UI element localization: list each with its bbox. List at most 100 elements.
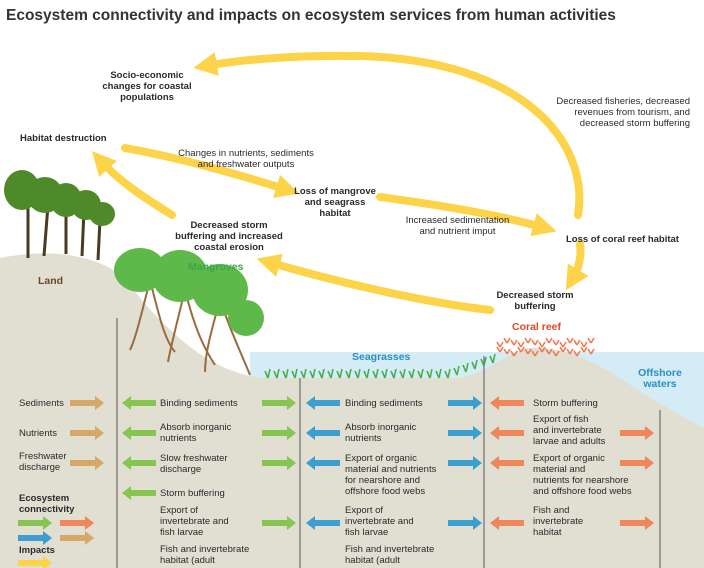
coral-mark: [545, 337, 553, 344]
coral-mark: [531, 339, 539, 346]
coral-mark: [552, 350, 560, 357]
legend-arrow-impact: [18, 556, 52, 568]
coral-habitat: Fish and invertebrate habitat: [533, 505, 584, 538]
seagrass-export-organic: Export of organic material and nutrients…: [345, 453, 437, 497]
seagrass-blade: [300, 368, 307, 379]
seagrass-blade: [399, 368, 406, 379]
seagrass-blade: [381, 368, 388, 379]
decreased-storm-label: Decreased storm buffering: [496, 290, 574, 312]
coral-mark: [510, 350, 518, 357]
coral-mark: [510, 339, 518, 346]
coral-mark: [573, 350, 581, 357]
arrow-land-nutrients: [70, 426, 104, 440]
coral-mark: [587, 337, 595, 344]
impact-arrow-coral-to-buffer: [565, 240, 589, 291]
loss-mangrove-label: Loss of mangrove and seagrass habitat: [294, 186, 376, 219]
coral-mark: [503, 337, 511, 344]
ground-profile: [0, 253, 704, 568]
loss-coral-label: Loss of coral reef habitat: [566, 234, 679, 245]
coral-mark: [559, 346, 567, 353]
seagrass-blade: [318, 368, 325, 379]
mangrove-export: Export of invertebrate and fish larvae: [160, 505, 229, 538]
seagrass-blade: [363, 368, 370, 379]
mangrove-slow: Slow freshwater discharge: [160, 453, 228, 475]
seagrass-blades: [264, 353, 496, 379]
seagrass-blade: [354, 368, 361, 379]
arrow-mangrove-slow-right: [262, 456, 296, 470]
arrow-seagrass-larvae-left: [306, 516, 340, 530]
coral-mark: [552, 339, 560, 346]
seagrass-habitat: Fish and invertebrate habitat (adult: [345, 544, 435, 566]
coral-mark: [517, 346, 525, 353]
decreased-fisheries-label: Decreased fisheries, decreased revenues …: [556, 96, 690, 129]
arrow-coral-fish-right: [620, 426, 654, 440]
coral-mark: [580, 341, 588, 348]
coral-mark: [503, 348, 511, 355]
mangrove-trees: [114, 248, 264, 376]
seagrass-export-larvae: Export of invertebrate and fish larvae: [345, 505, 414, 538]
coral-storm: Storm buffering: [533, 398, 598, 409]
seagrass-blade: [390, 368, 397, 379]
arrow-mangrove-absorb-right: [262, 426, 296, 440]
coral-mark: [538, 346, 546, 353]
arrow-land-freshwater: [70, 456, 104, 470]
seagrass-blade: [480, 356, 487, 367]
arrow-coral-storm: [490, 396, 524, 410]
arrow-mangrove-absorb-left: [122, 426, 156, 440]
seagrass-blade: [309, 368, 316, 379]
arrow-mangrove-slow-left: [122, 456, 156, 470]
seagrass-blade: [453, 365, 460, 376]
impact-cycle-arrows: [91, 51, 589, 314]
seagrass-absorb: Absorb inorganic nutrients: [345, 422, 417, 444]
seagrass-blade: [444, 368, 451, 379]
seagrass-blade: [345, 368, 352, 379]
coral-mark: [573, 339, 581, 346]
arrow-land-sediments: [70, 396, 104, 410]
arrow-coral-organic-left: [490, 456, 524, 470]
decreased-storm-coastal-label: Decreased storm buffering and increased …: [175, 220, 283, 253]
coral-export-organic: Export of organic material and nutrients…: [533, 453, 632, 497]
arrow-seagrass-export-left: [306, 456, 340, 470]
zone-land-label: Land: [38, 275, 64, 287]
coral-mark: [524, 337, 532, 344]
land-sediments: Sediments: [19, 398, 64, 409]
mangrove-absorb: Absorb inorganic nutrients: [160, 422, 232, 444]
arrow-seagrass-absorb-left: [306, 426, 340, 440]
arrow-mangrove-binding-left: [122, 396, 156, 410]
arrow-mangrove-export: [262, 516, 296, 530]
coral-mark: [566, 348, 574, 355]
page-title: Ecosystem connectivity and impacts on ec…: [6, 7, 616, 24]
arrow-seagrass-absorb-right: [448, 426, 482, 440]
coral-mark: [580, 346, 588, 353]
legend-arrow-land: [60, 531, 94, 545]
arrow-coral-habitat-left: [490, 516, 524, 530]
seagrass-blade: [264, 368, 271, 379]
coral-mark: [566, 337, 574, 344]
seagrass-blade: [408, 368, 415, 379]
legend-arrow-seagrass: [18, 531, 52, 545]
arrow-seagrass-export-right: [448, 456, 482, 470]
coral-mark: [496, 341, 504, 348]
arrow-coral-habitat-right: [620, 516, 654, 530]
coral-mark: [559, 341, 567, 348]
seagrass-blade: [435, 368, 442, 379]
seagrass-blade: [273, 368, 280, 379]
land-trees: [4, 170, 115, 261]
coral-export-fish: Export of fish and invertebrate larvae a…: [533, 414, 606, 447]
zone-mangroves-label: Mangroves: [188, 261, 244, 273]
legend-impacts-label: Impacts: [19, 545, 55, 556]
coral-reef-marks: [496, 337, 595, 357]
coral-mark: [517, 341, 525, 348]
land-freshwater: Freshwater discharge: [19, 451, 67, 473]
seagrass-blade: [291, 368, 298, 379]
impact-arrow-buffer-to-erosion: [256, 253, 494, 314]
coral-mark: [531, 350, 539, 357]
nutrients-change-label: Changes in nutrients, sediments and fres…: [178, 148, 314, 170]
coral-mark: [545, 348, 553, 355]
seagrass-blade: [471, 359, 478, 370]
socio-economic-label: Socio-economic changes for coastal popul…: [102, 70, 192, 103]
arrow-coral-fish-left: [490, 426, 524, 440]
seagrass-binding: Binding sediments: [345, 398, 423, 409]
